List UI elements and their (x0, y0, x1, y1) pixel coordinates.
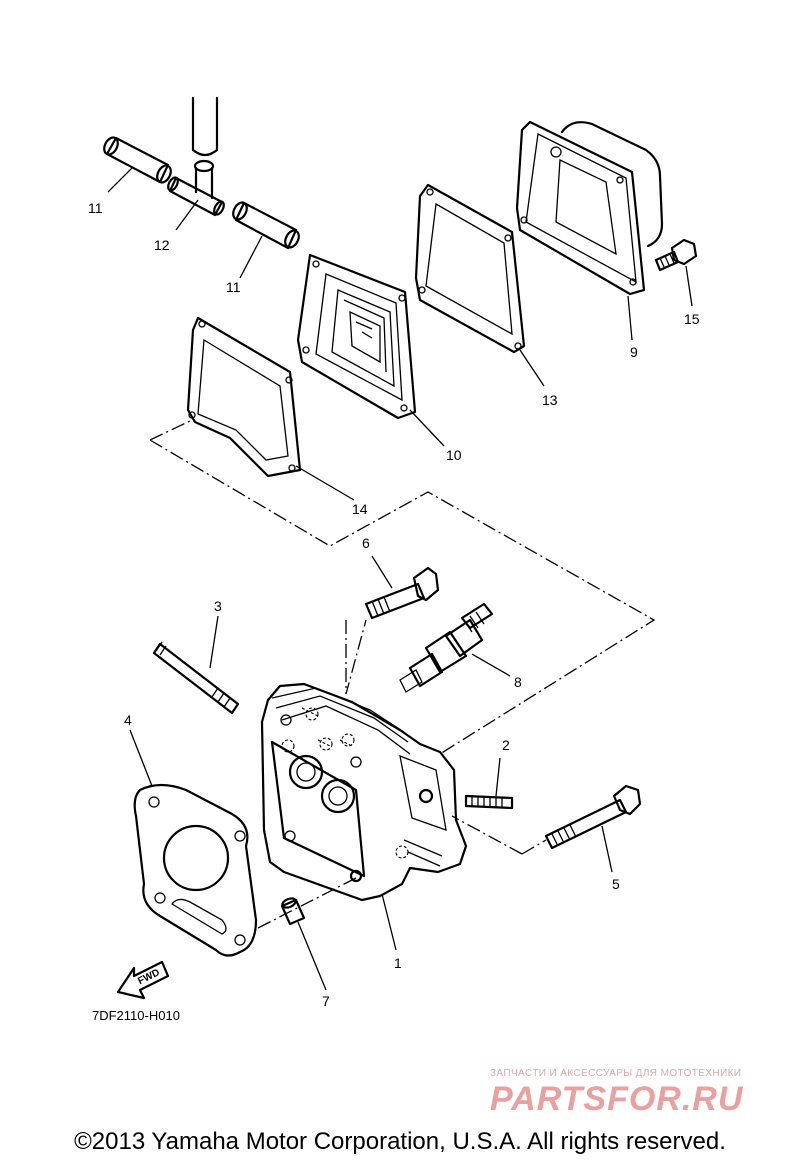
hose-11-upper (103, 136, 172, 184)
callout-3: 3 (214, 598, 222, 614)
breather-hose (191, 96, 219, 157)
callout-7: 7 (322, 993, 330, 1009)
callout-11-upper: 11 (88, 200, 103, 216)
gasket-13 (414, 183, 526, 354)
t-joint-12 (167, 159, 225, 217)
callout-15: 15 (684, 311, 700, 327)
assembly-outline (149, 419, 656, 929)
gasket-14 (186, 316, 302, 478)
callout-4: 4 (124, 712, 132, 728)
callout-12: 12 (154, 237, 170, 253)
callout-9: 9 (630, 344, 638, 360)
callout-10: 10 (446, 447, 462, 463)
bolt-6 (364, 566, 440, 620)
diagram-code: 7DF2110-H010 (92, 1008, 180, 1023)
callout-11-lower: 11 (226, 279, 241, 295)
bolt-5 (544, 784, 642, 850)
watermark-logo-text: PARTSFOR.RU (490, 1080, 744, 1118)
head-gasket-4 (133, 783, 258, 957)
callout-2: 2 (502, 737, 510, 753)
breather-plate-10 (296, 253, 417, 420)
hose-11-lower (232, 201, 300, 250)
callout-13: 13 (542, 392, 558, 408)
callout-6: 6 (362, 535, 370, 551)
fwd-label: FWD (136, 967, 161, 987)
callout-5: 5 (612, 876, 620, 892)
fwd-arrow-icon: FWD (116, 960, 170, 1000)
dowel-7 (280, 897, 306, 926)
stud-2 (464, 794, 514, 810)
watermark-logo: ЗАПЧАСТИ И АКСЕССУАРЫ ДЛЯ МОТОТЕХНИКИ PA… (466, 1066, 786, 1126)
bolt-15 (654, 238, 698, 272)
callout-14: 14 (352, 501, 368, 517)
leader-lines (107, 167, 693, 991)
copyright-notice: ©2013 Yamaha Motor Corporation, U.S.A. A… (74, 1128, 726, 1155)
callouts: 11 12 11 15 9 13 10 14 6 3 8 4 2 5 1 7 (88, 200, 700, 1009)
spark-plug-8 (399, 602, 494, 693)
cylinder-head-1 (260, 682, 468, 902)
head-cover-9 (515, 120, 664, 296)
watermark-tagline: ЗАПЧАСТИ И АКСЕССУАРЫ ДЛЯ МОТОТЕХНИКИ (490, 1068, 742, 1079)
callout-8: 8 (514, 674, 522, 690)
stud-3 (152, 641, 240, 715)
callout-1: 1 (394, 955, 402, 971)
